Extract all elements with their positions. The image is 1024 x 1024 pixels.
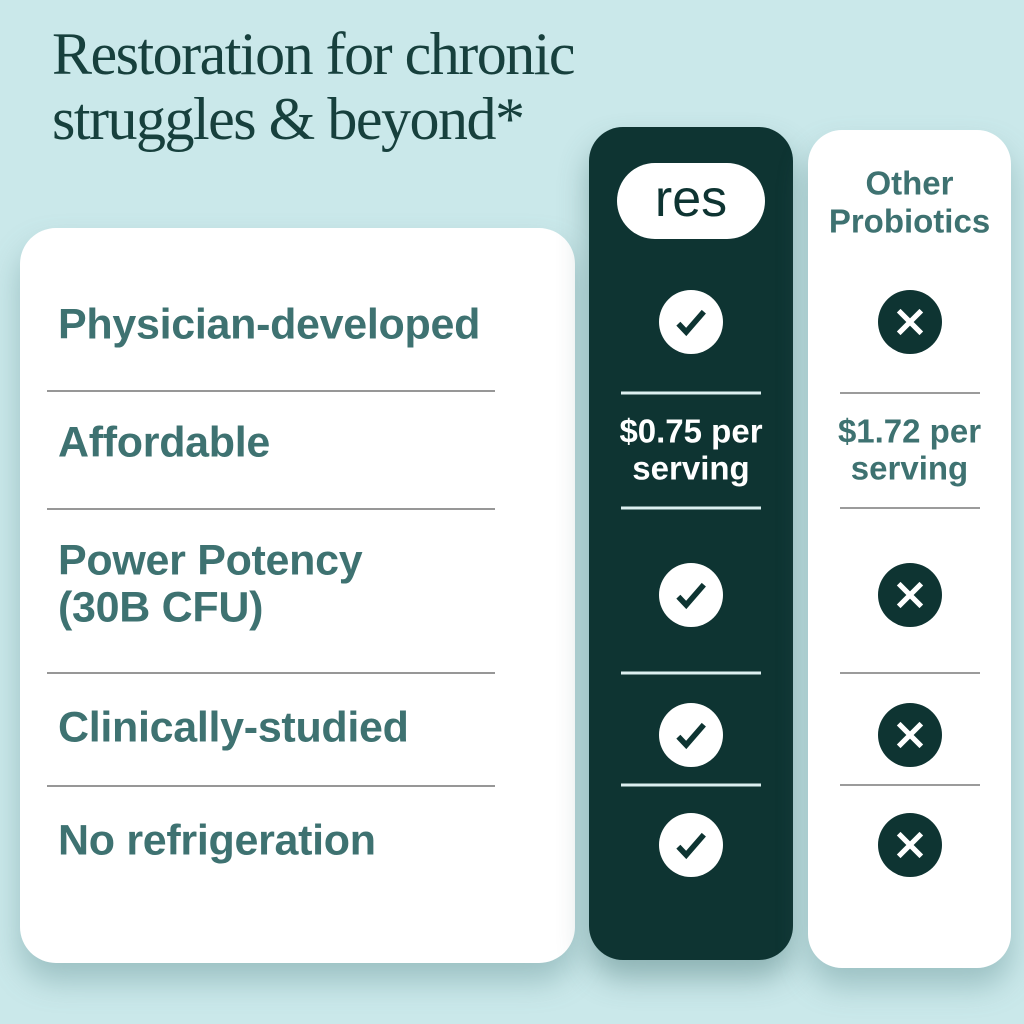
feature-label-no-refrigeration: No refrigeration: [58, 816, 376, 865]
divider: [47, 390, 495, 392]
res-logo: res: [617, 163, 765, 239]
res-price: $0.75 per serving: [619, 412, 763, 487]
divider: [621, 671, 761, 675]
cross-icon: [877, 290, 942, 354]
divider: [839, 392, 980, 394]
cross-icon: [877, 563, 942, 627]
divider: [621, 783, 761, 787]
res-logo-text: res: [654, 170, 728, 228]
check-icon: [659, 563, 723, 627]
feature-label-clinically-studied: Clinically-studied: [58, 703, 409, 752]
cross-icon: [877, 813, 942, 877]
res-column: res $0.75 per serving: [589, 127, 793, 960]
divider: [621, 506, 761, 510]
feature-label-affordable: Affordable: [58, 418, 271, 467]
check-icon: [659, 290, 723, 354]
divider: [839, 672, 980, 674]
divider: [839, 784, 980, 786]
page-title: Restoration for chronic struggles & beyo…: [52, 21, 576, 152]
cross-icon: [877, 703, 942, 767]
check-icon: [659, 703, 723, 767]
features-card: Physician-developed Affordable Power Pot…: [20, 228, 575, 963]
check-icon: [659, 813, 723, 877]
other-column-header: Other Probiotics: [828, 164, 991, 240]
divider: [47, 508, 495, 510]
divider: [47, 785, 495, 787]
divider: [47, 672, 495, 674]
feature-label-power-potency: Power Potency (30B CFU): [58, 536, 363, 632]
feature-label-physician-developed: Physician-developed: [58, 300, 481, 349]
other-probiotics-column: Other Probiotics $1.72 per serving: [808, 130, 1011, 968]
divider: [621, 391, 761, 395]
divider: [839, 507, 980, 509]
other-price: $1.72 per serving: [837, 412, 982, 487]
